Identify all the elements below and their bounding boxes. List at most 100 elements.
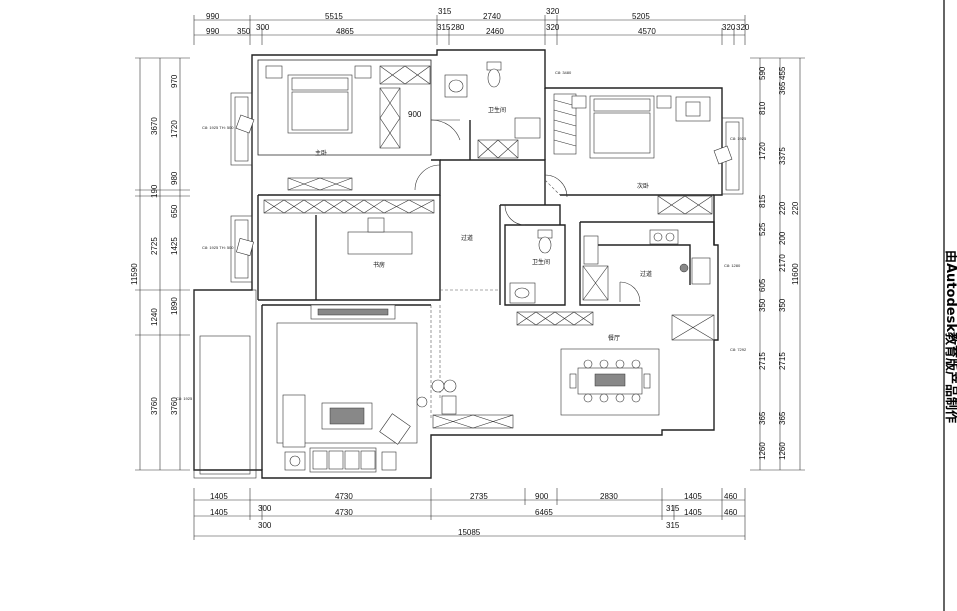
dim-label: 1720 <box>170 120 179 138</box>
watermark-text: 由Autodesk教育版产品制作 <box>943 250 957 423</box>
dim-label: 590 <box>758 66 767 80</box>
dim-label: 970 <box>170 74 179 88</box>
dim-label: 2170 <box>778 254 787 272</box>
dim-label: 300 <box>256 23 270 32</box>
dim-label: 315 <box>438 7 452 16</box>
dim-label: 11590 <box>130 263 139 285</box>
dim-label: 320 <box>546 7 560 16</box>
window-note: C8: 7292 <box>730 347 747 352</box>
dim-label: 1890 <box>170 297 179 315</box>
window-note: C8: 1925 <box>730 136 747 141</box>
dim-label: 1240 <box>150 308 159 326</box>
dim-label: 810 <box>758 101 767 115</box>
dim-label: 4570 <box>638 27 656 36</box>
dim-label: 5205 <box>632 12 650 21</box>
dim-label: 280 <box>451 23 465 32</box>
right-dim-outer: 455 365 3375 220 200 2170 350 2715 365 1… <box>778 66 787 460</box>
dining-set <box>560 348 660 416</box>
room-label-study: 书房 <box>373 261 385 269</box>
window-note: C8: 1925 TH: 500 <box>202 245 234 250</box>
dim-label: 2725 <box>150 237 159 255</box>
bottom-dimension-lines <box>193 488 746 540</box>
dim-label: 1720 <box>758 142 767 160</box>
wardrobes <box>263 65 715 429</box>
bottom-dim-row-1: 1405 4730 2735 900 2830 1405 460 <box>210 492 738 501</box>
dim-label: 1405 <box>684 492 702 501</box>
top-dim-row-1: 990 5515 315 2740 320 5205 <box>206 7 650 21</box>
dim-label: 2830 <box>600 492 618 501</box>
dim-label: 3760 <box>170 397 179 415</box>
dim-label: 815 <box>758 194 767 208</box>
room-label-passage: 过道 <box>640 270 652 278</box>
dim-label: 460 <box>724 508 738 517</box>
room-label-bathroom-1: 卫生间 <box>488 106 506 114</box>
dim-label: 315 <box>666 521 680 530</box>
dim-label: 315 <box>437 23 451 32</box>
dim-label: 2735 <box>470 492 488 501</box>
dim-label: 990 <box>206 12 220 21</box>
dim-label: 1260 <box>778 442 787 460</box>
dim-label: 300 <box>258 504 272 513</box>
dim-label: 6465 <box>535 508 553 517</box>
bottom-dim-row-3: 300 315 15085 <box>258 521 680 537</box>
dim-label: 300 <box>258 521 272 530</box>
dim-label: 365 <box>758 411 767 425</box>
dim-label: 1260 <box>758 442 767 460</box>
window-note: C8: 1280 <box>724 263 741 268</box>
dim-label: 200 <box>778 231 787 245</box>
room-labels: 主卧 卫生间 次卧 过道 书房 卫生间 过道 餐厅 900 <box>315 106 652 342</box>
dim-label: 5515 <box>325 12 343 21</box>
dim-label: 365 <box>778 411 787 425</box>
dim-label: 1425 <box>170 237 179 255</box>
dashed-openings <box>430 179 561 420</box>
dim-label: 350 <box>237 27 251 36</box>
dim-label: 4730 <box>335 492 353 501</box>
study-desk <box>347 217 413 255</box>
window-chairs <box>235 96 733 256</box>
dim-label: 1405 <box>210 508 228 517</box>
dim-label: 2740 <box>483 12 501 21</box>
right-dim-inner: 590 810 1720 815 525 605 350 2715 365 12… <box>758 66 767 460</box>
room-label-bathroom-2: 卫生间 <box>532 258 550 266</box>
dim-label: 2715 <box>778 352 787 370</box>
left-dimension-lines <box>135 57 190 471</box>
dim-label: 460 <box>724 492 738 501</box>
dim-label: 605 <box>758 278 767 292</box>
dim-label: 3375 <box>778 147 787 165</box>
dim-label-900: 900 <box>408 110 422 119</box>
dim-label: 650 <box>170 204 179 218</box>
dim-label: 3760 <box>150 397 159 415</box>
dim-label: 900 <box>535 492 549 501</box>
dim-label: 3670 <box>150 117 159 135</box>
dim-label: 220 <box>791 201 800 215</box>
dim-label: 455 <box>778 66 787 80</box>
room-label-second-bedroom: 次卧 <box>637 182 649 190</box>
dim-label: 1405 <box>684 508 702 517</box>
left-dim-outer: 3670 190 2725 1240 3760 <box>150 117 159 415</box>
right-dim-total: 11600 <box>791 263 800 285</box>
room-label-dining: 餐厅 <box>608 334 620 342</box>
left-dim-total: 11590 <box>130 263 139 285</box>
room-label-corridor: 过道 <box>461 234 473 242</box>
dim-label: 350 <box>778 298 787 312</box>
dim-label: 320 <box>546 23 560 32</box>
window-note: C8: 1925 <box>176 396 193 401</box>
dim-label: 320 <box>736 23 750 32</box>
dim-label: 220 <box>778 201 787 215</box>
left-dim-inner: 970 1720 980 650 1425 1890 3760 <box>170 74 179 415</box>
window-notes: C8: 1925 TH: 500 C8: 1925 TH: 500 C8: 19… <box>176 70 747 401</box>
dim-label: 980 <box>170 171 179 185</box>
window-note: C8: 1925 TH: 500 <box>202 125 234 130</box>
dim-label: 525 <box>758 222 767 236</box>
dim-label: 990 <box>206 27 220 36</box>
doors <box>414 119 641 303</box>
dim-label: 320 <box>722 23 736 32</box>
dim-label: 4730 <box>335 508 353 517</box>
dim-label: 350 <box>758 298 767 312</box>
dim-label: 4865 <box>336 27 354 36</box>
top-dim-row-2: 990 350 300 4865 315 280 2460 320 4570 3… <box>206 23 750 36</box>
bottom-dim-row-2: 1405 300 4730 6465 315 1405 460 <box>210 504 738 517</box>
window-note: C8: 3480 <box>555 70 572 75</box>
bathroom-fixtures <box>444 61 711 304</box>
